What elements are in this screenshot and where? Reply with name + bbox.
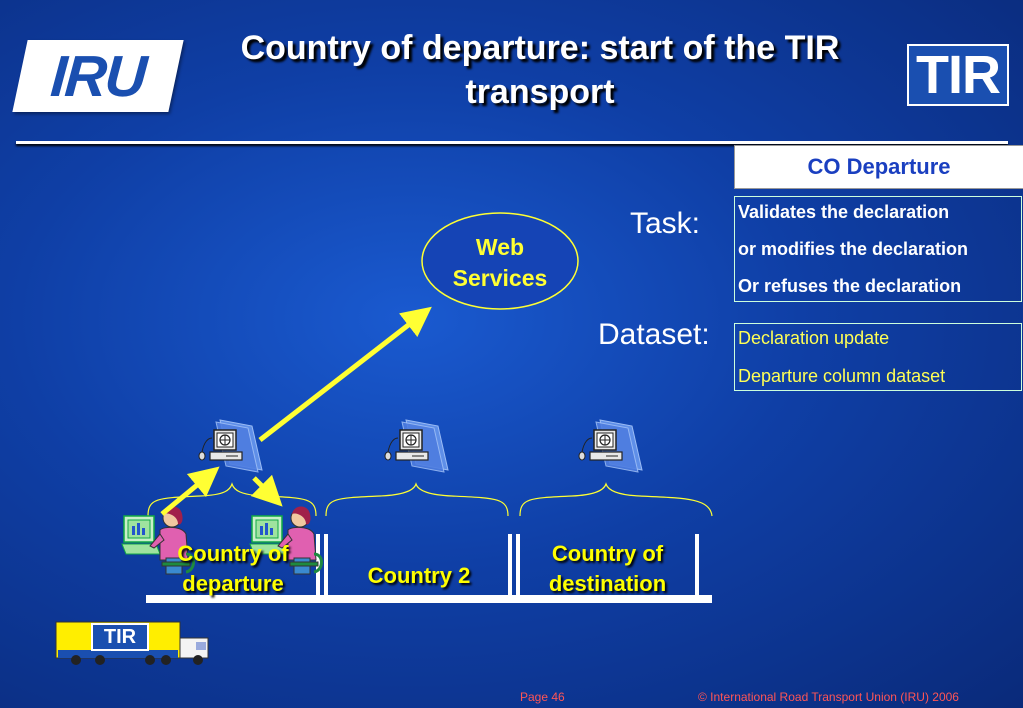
computer-icon-departure [198,419,263,473]
task-box: Validates the declaration or modifies th… [734,196,1022,302]
tir-truck-icon [55,621,209,665]
title-line-1: Country of departure: start of the TIR [240,29,840,67]
country-departure-line-2: departure [182,571,284,596]
task-label: Task: [630,207,701,240]
arrow-computer-to-person [250,474,283,507]
web-services-label: Web Services [422,232,578,294]
page-number: Page 46 [520,690,565,704]
brace-destination [519,482,713,517]
web-services-ellipse [421,212,579,310]
task-item: Validates the declaration [738,202,950,222]
country-departure-label: Country of departure [150,539,316,599]
country-destination-line-2: destination [548,571,667,596]
dataset-box: Declaration update Departure column data… [734,323,1022,391]
divider-2a [508,534,512,596]
dataset-item: Declaration update [738,328,890,348]
divider-3 [695,534,699,596]
slide-title: Country of departure: start of the TIR t… [180,26,900,114]
title-divider [16,141,1008,144]
arrow-person-to-computer [160,466,220,516]
country-baseline [146,595,712,603]
tir-logo-text: TIR [916,45,1001,105]
co-departure-title: CO Departure [807,154,951,179]
web-services-line-1: Web [475,234,525,260]
task-item: Or refuses the declaration [738,276,962,296]
country-2-line-1: Country 2 [367,563,471,588]
brace-departure [147,482,317,517]
divider-1b [324,534,328,596]
brace-country2 [325,482,509,517]
tir-logo: TIR [907,44,1009,106]
computer-icon-country2 [384,419,449,473]
task-item: or modifies the declaration [738,239,969,259]
dataset-label: Dataset: [598,318,710,351]
country-2-label: Country 2 [330,561,508,591]
country-destination-line-1: Country of [551,541,664,566]
divider-2b [516,534,520,596]
truck-tir-text: TIR [103,625,137,648]
co-departure-box: CO Departure [734,145,1023,189]
title-line-2: transport [465,73,615,111]
arrow-to-web-services [258,306,432,442]
dataset-item: Departure column dataset [738,366,946,386]
computer-icon-destination [578,419,643,473]
country-destination-label: Country of destination [520,539,695,599]
web-services-line-2: Services [452,265,548,291]
copyright-text: © International Road Transport Union (IR… [698,690,959,704]
country-departure-line-1: Country of [177,541,289,566]
